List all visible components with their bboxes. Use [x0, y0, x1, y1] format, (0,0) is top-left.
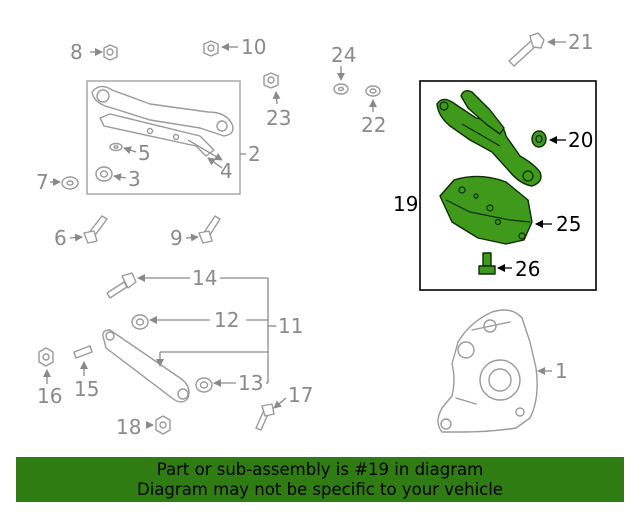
label-13: 13	[238, 371, 263, 395]
bolt-17[interactable]	[255, 403, 275, 431]
nut-8[interactable]	[103, 44, 118, 61]
label-8: 8	[70, 40, 83, 64]
label-12: 12	[214, 308, 239, 332]
lateral-link-arm[interactable]	[102, 329, 190, 403]
label-2: 2	[248, 142, 261, 166]
bolt-9[interactable]	[198, 215, 221, 244]
label-4: 4	[220, 159, 233, 183]
label-17: 17	[288, 383, 313, 407]
notice-line-2: Diagram may not be specific to your vehi…	[137, 479, 503, 499]
nut-10[interactable]	[203, 40, 219, 57]
lower-control-arm-19[interactable]	[436, 89, 542, 187]
label-9: 9	[170, 226, 183, 250]
label-11: 11	[278, 314, 303, 338]
label-14: 14	[192, 266, 217, 290]
parts-diagram: 1 2 3 4 5 6 7 8 9 10 11 12 13 14 15 16 1…	[36, 30, 597, 439]
knuckle-1[interactable]	[437, 309, 538, 433]
bushing-13[interactable]	[195, 377, 213, 393]
bushing-20[interactable]	[531, 130, 547, 148]
label-15: 15	[74, 377, 99, 401]
pin-15[interactable]	[73, 345, 93, 359]
washer-24[interactable]	[333, 83, 349, 95]
label-7: 7	[36, 170, 49, 194]
label-19: 19	[393, 192, 418, 216]
label-24: 24	[331, 43, 356, 67]
label-3: 3	[128, 167, 141, 191]
bushing-12[interactable]	[131, 314, 149, 330]
nut-18[interactable]	[155, 415, 171, 435]
label-10: 10	[241, 35, 266, 59]
washer-7[interactable]	[61, 176, 79, 190]
bolt-26[interactable]	[478, 252, 496, 275]
washer-22[interactable]	[365, 85, 381, 97]
label-25: 25	[556, 212, 581, 236]
bolt-6[interactable]	[83, 215, 108, 244]
label-23: 23	[266, 106, 291, 130]
bolt-21[interactable]	[508, 32, 545, 67]
label-22: 22	[361, 113, 386, 137]
spring-seat-plate[interactable]	[439, 175, 533, 245]
bolt-14[interactable]	[106, 272, 137, 299]
notice-banner: Part or sub-assembly is #19 in diagram D…	[16, 457, 624, 502]
notice-line-1: Part or sub-assembly is #19 in diagram	[156, 459, 484, 479]
label-6: 6	[54, 226, 67, 250]
washer-5[interactable]	[109, 142, 123, 152]
label-18: 18	[116, 415, 141, 439]
label-26: 26	[515, 257, 540, 281]
label-21: 21	[568, 30, 593, 54]
bushing-3[interactable]	[95, 166, 113, 182]
label-20: 20	[568, 128, 593, 152]
label-1: 1	[555, 359, 568, 383]
group-box-19	[419, 80, 597, 291]
upper-control-arm[interactable]	[91, 85, 234, 137]
nut-23[interactable]	[263, 72, 279, 89]
nut-16[interactable]	[38, 347, 54, 367]
label-16: 16	[37, 384, 62, 408]
group-box-2	[86, 80, 241, 195]
label-5: 5	[138, 141, 151, 165]
